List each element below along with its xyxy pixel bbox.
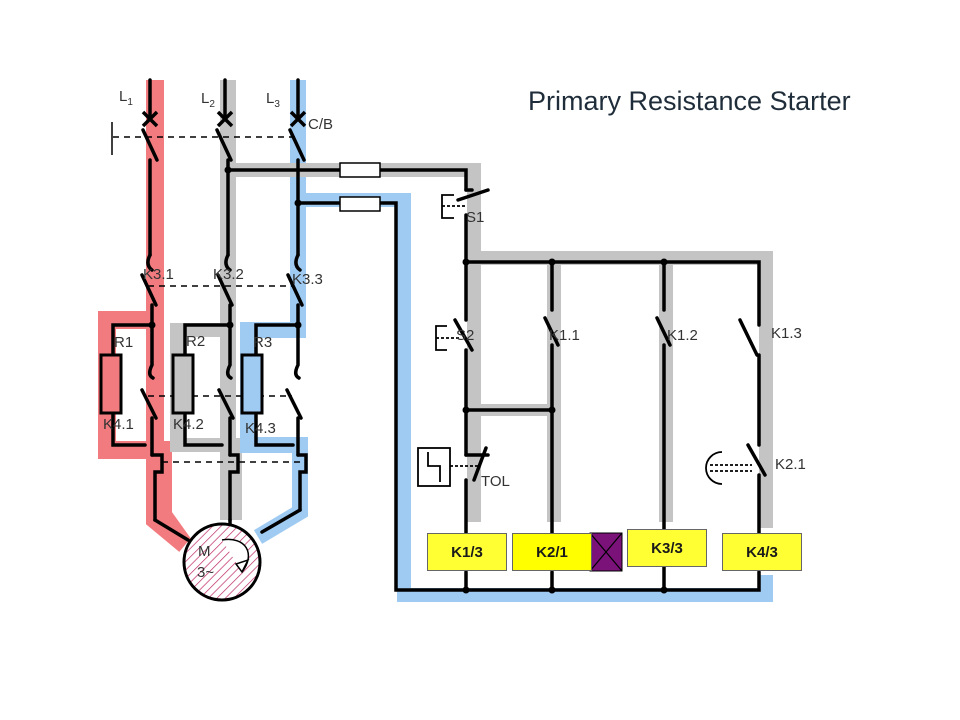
motor-icon (182, 522, 262, 602)
overload-label-tol: TOL (481, 473, 510, 490)
contact-label-k41: K4.1 (103, 416, 134, 433)
circuit-breaker-label: C/B (308, 116, 334, 133)
coil-k1: K1/3 (427, 533, 507, 571)
resistor-label-r1: R1 (114, 334, 134, 351)
pushbutton-label-s1: S1 (466, 209, 485, 226)
contact-label-k21: K2.1 (775, 456, 806, 473)
phase-band-l1 (98, 80, 191, 549)
phase-band-l3 (240, 80, 308, 544)
contact-label-k32: K3.2 (213, 266, 244, 283)
timer-contact-icon (705, 451, 752, 485)
supply-label-l1: L1 (119, 88, 133, 108)
circuit-breaker-cross-icon (141, 110, 307, 128)
coil-k4: K4/3 (722, 533, 802, 571)
motor-label-m: M (198, 543, 211, 560)
coil-k2: K2/1 (512, 533, 592, 571)
contact-label-k43: K4.3 (245, 420, 276, 437)
contact-label-k12: K1.2 (667, 327, 698, 344)
contact-label-k42: K4.2 (173, 416, 204, 433)
supply-label-l2: L2 (201, 90, 215, 110)
resistor-icon (99, 353, 264, 415)
resistor-label-r2: R2 (186, 333, 206, 350)
fuse-icon (339, 162, 381, 212)
pushbutton-label-s2: S2 (456, 327, 475, 344)
contact-label-k33: K3.3 (292, 271, 323, 288)
control-band-grey (228, 163, 773, 528)
coil-k3: K3/3 (627, 529, 707, 567)
pushbutton-icon (435, 194, 466, 351)
supply-label-l3: L3 (266, 90, 280, 110)
overload-relay-icon (417, 447, 478, 487)
diagram-title: Primary Resistance Starter (528, 86, 851, 116)
timer-marker-icon (589, 532, 623, 572)
contact-label-k11: K1.1 (549, 327, 580, 344)
contact-label-k31: K3.1 (143, 266, 174, 283)
breaker-linkage (111, 122, 295, 155)
junction-dots (148, 166, 668, 594)
resistor-label-r3: R3 (253, 334, 273, 351)
motor-label-phase: 3~ (197, 564, 215, 581)
contact-label-k13: K1.3 (771, 325, 802, 342)
